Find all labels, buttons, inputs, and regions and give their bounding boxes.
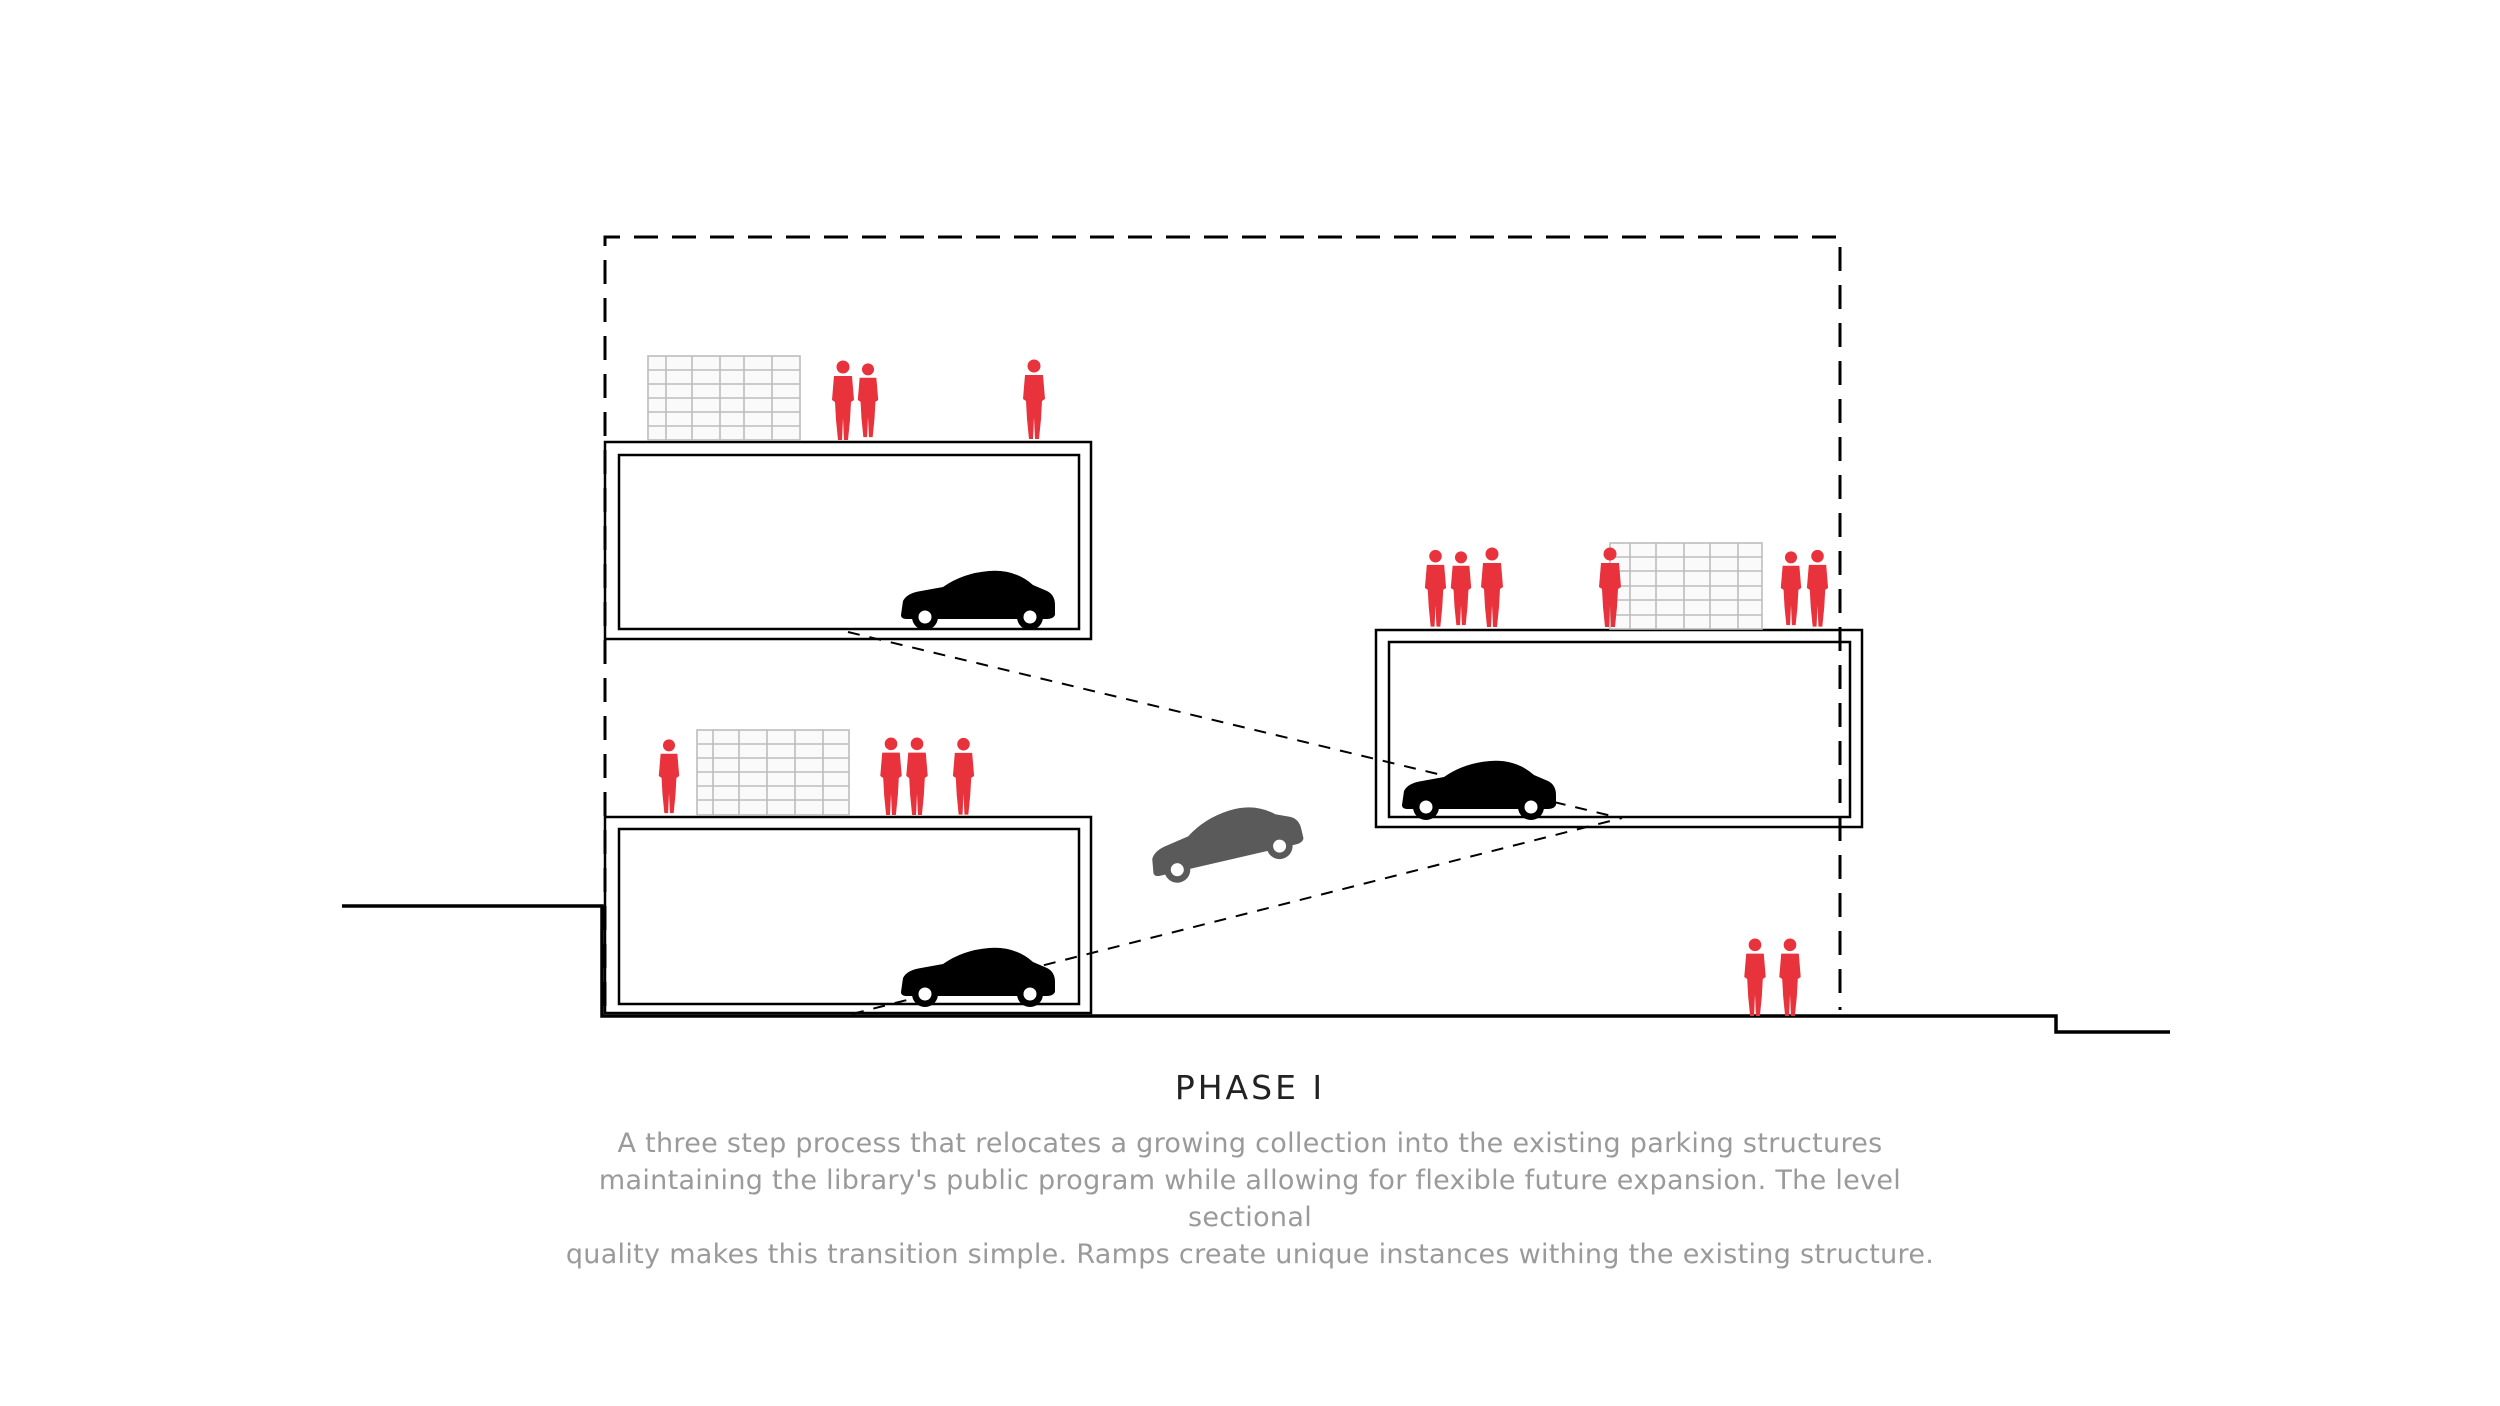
ground	[342, 904, 2170, 1034]
description-line: maintaining the library's public program…	[598, 1165, 1902, 1233]
people	[658, 359, 1829, 1016]
person-silhouette-icon	[832, 360, 854, 440]
bookshelf-icon	[1609, 542, 1763, 630]
bookshelf-icon	[696, 729, 850, 816]
description-line: quality makes this transition simple. Ra…	[565, 1239, 1935, 1270]
person-silhouette-icon	[906, 737, 928, 815]
person-silhouette-icon	[1023, 359, 1045, 439]
car-silhouette-icon	[901, 947, 1055, 1007]
phase-description: A three step process that relocates a gr…	[540, 1125, 1960, 1273]
person-silhouette-icon	[1450, 551, 1472, 626]
caption: PHASE I A three step process that reloca…	[0, 1068, 2500, 1273]
person-silhouette-icon	[1481, 547, 1503, 627]
person-silhouette-icon	[1780, 551, 1802, 626]
structure-right	[1374, 628, 1864, 829]
car-silhouette-icon	[1402, 760, 1556, 820]
description-line: A three step process that relocates a gr…	[617, 1128, 1883, 1159]
structure-upper-left	[603, 440, 1093, 641]
person-silhouette-icon	[880, 737, 902, 815]
person-silhouette-icon	[952, 737, 975, 815]
phase-title: PHASE I	[1174, 1068, 1326, 1107]
person-silhouette-icon	[1806, 549, 1829, 627]
structure-lower-left	[603, 815, 1093, 1015]
parking-structures	[603, 440, 1864, 1015]
person-silhouette-icon	[857, 363, 879, 438]
person-silhouette-icon	[1744, 938, 1766, 1016]
cars	[901, 570, 1556, 1007]
bookshelf-icon	[647, 355, 801, 441]
bookshelves	[647, 355, 1763, 816]
person-silhouette-icon	[1779, 938, 1801, 1016]
person-silhouette-icon	[1424, 549, 1447, 627]
car-silhouette-icon	[901, 570, 1055, 630]
person-silhouette-icon	[658, 739, 680, 814]
car-silhouette-icon	[1143, 795, 1307, 888]
